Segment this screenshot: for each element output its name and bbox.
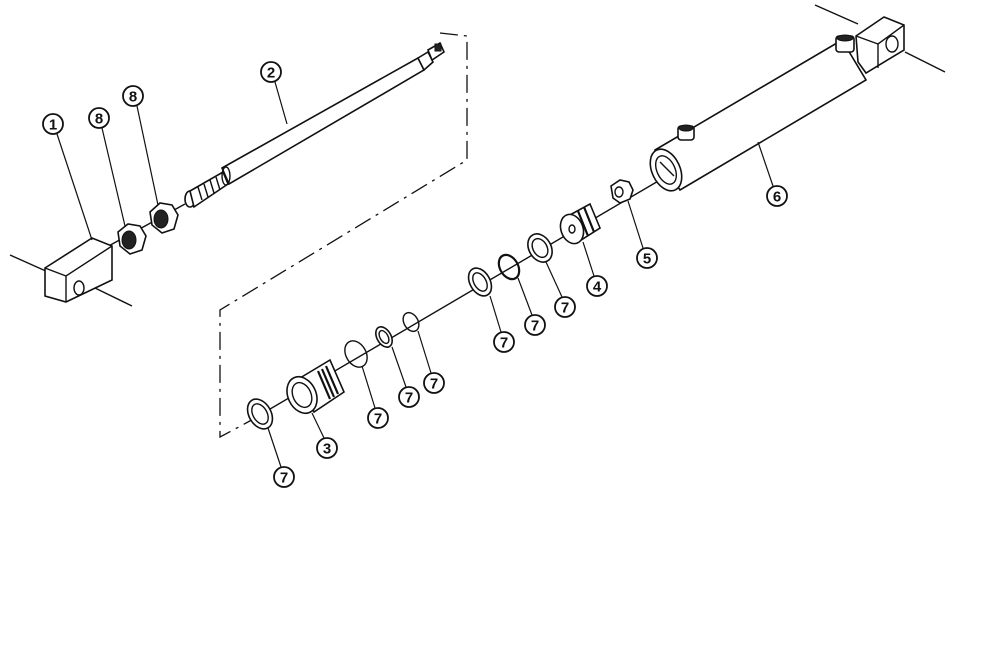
svg-text:1: 1 bbox=[49, 117, 57, 134]
svg-text:8: 8 bbox=[95, 111, 103, 128]
callout-2: 2 bbox=[260, 61, 282, 83]
part-piston bbox=[559, 202, 601, 245]
svg-text:4: 4 bbox=[593, 279, 602, 296]
part-backup-ring-1 bbox=[375, 326, 393, 348]
callout-6: 6 bbox=[766, 185, 788, 207]
clevis-pin-axis-right bbox=[94, 287, 133, 307]
callout-7c: 7 bbox=[493, 331, 515, 353]
svg-text:7: 7 bbox=[405, 390, 413, 407]
svg-text:7: 7 bbox=[430, 376, 438, 393]
callout-3: 3 bbox=[316, 437, 338, 459]
svg-text:8: 8 bbox=[129, 89, 137, 106]
svg-text:5: 5 bbox=[643, 251, 651, 268]
clevis-pin-axis-left bbox=[9, 254, 49, 273]
callout-7g: 7 bbox=[273, 466, 295, 488]
leader-lines bbox=[56, 81, 774, 468]
part-gland bbox=[286, 358, 346, 415]
svg-text:7: 7 bbox=[561, 300, 569, 317]
part-o-ring-1 bbox=[344, 340, 368, 368]
callout-1: 1 bbox=[42, 113, 64, 135]
part-o-ring-2 bbox=[402, 311, 420, 333]
part-jam-nut-1 bbox=[117, 223, 147, 255]
part-piston-rod bbox=[184, 41, 446, 209]
svg-text:7: 7 bbox=[374, 411, 382, 428]
callout-5: 5 bbox=[636, 247, 658, 269]
svg-text:7: 7 bbox=[280, 470, 288, 487]
part-seal-2 bbox=[527, 233, 553, 263]
callout-7a: 7 bbox=[554, 296, 576, 318]
svg-text:7: 7 bbox=[531, 318, 539, 335]
svg-text:2: 2 bbox=[267, 65, 275, 82]
part-o-ring-3 bbox=[497, 253, 521, 281]
callout-7d: 7 bbox=[423, 372, 445, 394]
phantom-bracket bbox=[219, 32, 468, 439]
part-jam-nut-2 bbox=[149, 202, 179, 234]
callout-4: 4 bbox=[586, 275, 608, 297]
part-seal-1 bbox=[467, 267, 493, 297]
part-cylinder-barrel bbox=[649, 16, 905, 192]
part-wiper-seal bbox=[246, 398, 274, 430]
barrel-pin-axis-left bbox=[814, 4, 859, 25]
callout-7f: 7 bbox=[367, 407, 389, 429]
callout-7b: 7 bbox=[524, 314, 546, 336]
callout-7e: 7 bbox=[398, 386, 420, 408]
part-piston-nut bbox=[610, 179, 634, 204]
svg-text:7: 7 bbox=[500, 335, 508, 352]
svg-text:3: 3 bbox=[323, 441, 331, 458]
callout-8a: 8 bbox=[88, 107, 110, 129]
barrel-pin-axis-right bbox=[904, 51, 946, 73]
part-rod-end-clevis bbox=[44, 237, 113, 303]
svg-text:6: 6 bbox=[773, 189, 781, 206]
callout-8b: 8 bbox=[122, 85, 144, 107]
